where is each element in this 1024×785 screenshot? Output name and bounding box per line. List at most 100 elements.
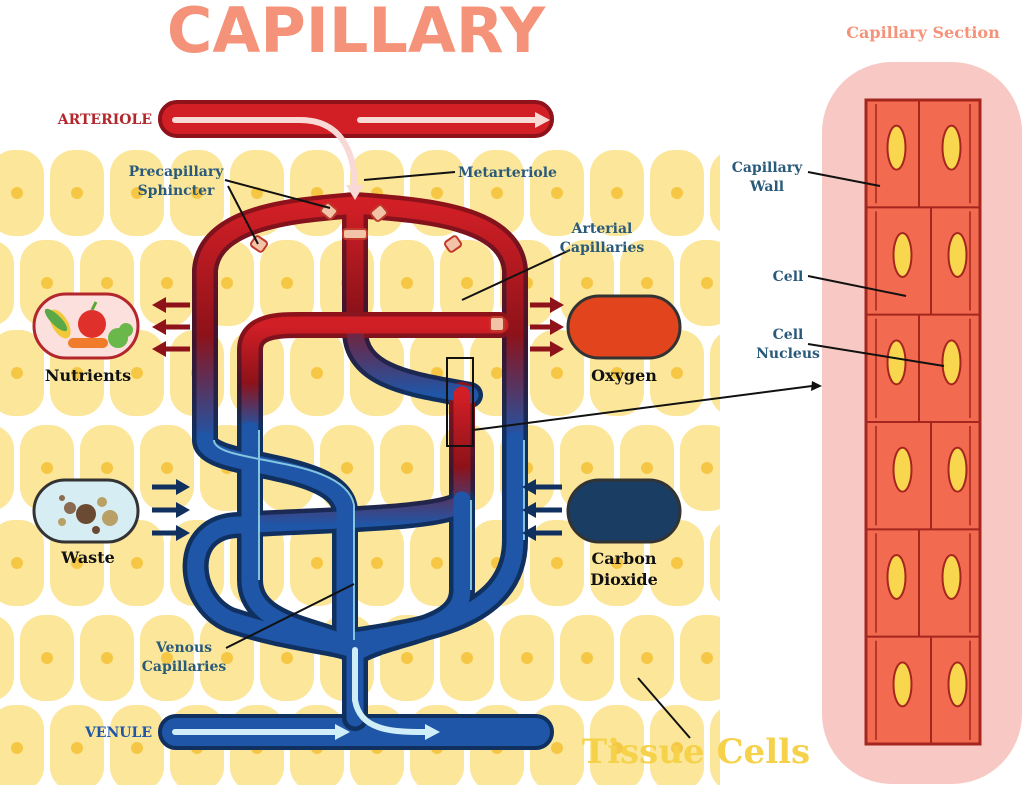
- arterial-capillaries-label-2: Capillaries: [560, 240, 645, 256]
- tissue-cell-nucleus: [671, 557, 683, 569]
- tissue-cell-nucleus: [11, 742, 23, 754]
- tissue-cell: [710, 524, 720, 602]
- section-cell-nucleus: [947, 232, 968, 278]
- tissue-cell-nucleus: [431, 187, 443, 199]
- tissue-cell: [710, 154, 720, 232]
- tissue-cell-nucleus: [581, 462, 593, 474]
- tissue-cell-nucleus: [11, 367, 23, 379]
- tissue-cell: [0, 427, 14, 509]
- waste-badge: [32, 478, 140, 544]
- section-cell-nucleus: [886, 339, 907, 386]
- oxygen-arrows: [530, 297, 564, 357]
- tissue-cell-nucleus: [401, 277, 413, 289]
- venous-capillaries-label-2: Capillaries: [142, 659, 227, 675]
- tissue-cell-nucleus: [41, 652, 53, 664]
- tissue-cell-nucleus: [461, 652, 473, 664]
- tissue-cell-nucleus: [161, 462, 173, 474]
- tissue-cell: [680, 425, 720, 511]
- tissue-cell: [0, 242, 14, 324]
- cell-nucleus-label-1: Cell: [773, 327, 804, 343]
- arterial-capillaries-label-1: Arterial: [571, 221, 633, 237]
- tissue-cell-nucleus: [101, 277, 113, 289]
- tissue-cell-nucleus: [641, 277, 653, 289]
- precapillary-sphincters: [250, 202, 505, 332]
- tissue-cell-nucleus: [341, 462, 353, 474]
- tissue-cell-nucleus: [311, 557, 323, 569]
- capillary-wall-label-2: Wall: [749, 179, 784, 195]
- tissue-cell-nucleus: [611, 187, 623, 199]
- carbon-dioxide-label-2: Dioxide: [590, 570, 658, 589]
- tissue-cell-nucleus: [611, 557, 623, 569]
- oxygen-label: Oxygen: [591, 366, 657, 385]
- venule-label: VENULE: [84, 725, 152, 741]
- tissue-cell: [680, 240, 720, 326]
- tissue-cells-label: Tissue Cells: [582, 732, 810, 772]
- tissue-cell-nucleus: [221, 277, 233, 289]
- cell-nucleus-label-2: Nucleus: [756, 346, 820, 362]
- capillary-network: [158, 100, 822, 750]
- section-title: Capillary Section: [846, 23, 1000, 42]
- waste-arrows: [152, 479, 190, 541]
- tissue-cell-nucleus: [731, 187, 743, 199]
- cell-label: Cell: [773, 269, 804, 285]
- tissue-cell-nucleus: [71, 557, 83, 569]
- tissue-cell-nucleus: [671, 742, 683, 754]
- tissue-cell-nucleus: [101, 462, 113, 474]
- tissue-cell-nucleus: [641, 652, 653, 664]
- oxygen-badge: [566, 294, 682, 360]
- tissue-cell-nucleus: [671, 187, 683, 199]
- tissue-cell-nucleus: [551, 367, 563, 379]
- section-cell-nucleus: [886, 554, 907, 600]
- tissue-cell-nucleus: [371, 557, 383, 569]
- tissue-cell-nucleus: [41, 462, 53, 474]
- section-cell-nucleus: [941, 339, 962, 386]
- tissue-cell-nucleus: [551, 187, 563, 199]
- tissue-cell-nucleus: [671, 367, 683, 379]
- tissue-cell: [680, 615, 720, 701]
- tissue-cell-nucleus: [701, 277, 713, 289]
- section-cell-nucleus: [941, 554, 962, 600]
- tissue-cell-nucleus: [311, 367, 323, 379]
- tissue-cell-nucleus: [491, 187, 503, 199]
- tissue-cell-nucleus: [731, 557, 743, 569]
- tissue-cell-nucleus: [581, 652, 593, 664]
- tissue-cell: [710, 709, 720, 785]
- section-cell-nucleus: [892, 446, 913, 493]
- tissue-cell-nucleus: [701, 462, 713, 474]
- tissue-cell-nucleus: [281, 652, 293, 664]
- tissue-cell-nucleus: [641, 462, 653, 474]
- tissue-cell-nucleus: [581, 277, 593, 289]
- tissue-cell-nucleus: [161, 277, 173, 289]
- carbon-dioxide-badge: [566, 478, 682, 544]
- tissue-cell-nucleus: [401, 652, 413, 664]
- section-cell-nucleus: [941, 124, 962, 171]
- tissue-cell-nucleus: [131, 557, 143, 569]
- tissue-cell-nucleus: [401, 462, 413, 474]
- leader-lines: [224, 171, 945, 739]
- tissue-cell-nucleus: [701, 652, 713, 664]
- tissue-cell-nucleus: [191, 187, 203, 199]
- tissue-cell-nucleus: [161, 652, 173, 664]
- tissue-cell-nucleus: [221, 652, 233, 664]
- tissue-cell-nucleus: [551, 742, 563, 754]
- waste-label: Waste: [60, 548, 115, 567]
- tissue-cell-nucleus: [71, 742, 83, 754]
- nutrient-arrows: [152, 297, 190, 357]
- tissue-cell-nucleus: [71, 187, 83, 199]
- venous-capillaries-label-1: Venous: [155, 640, 212, 656]
- section-cell-nucleus: [892, 232, 913, 278]
- tissue-cell: [710, 334, 720, 412]
- metarteriole-label: Metarteriole: [458, 165, 557, 181]
- tissue-cell-nucleus: [281, 277, 293, 289]
- section-cell-nucleus: [886, 124, 907, 171]
- section-cell-nucleus: [892, 661, 913, 708]
- tissue-cell-nucleus: [551, 557, 563, 569]
- tissue-cell-nucleus: [731, 367, 743, 379]
- carbon-dioxide-label-1: Carbon: [591, 549, 656, 568]
- nutrients-label: Nutrients: [45, 366, 131, 385]
- tissue-cell-nucleus: [431, 557, 443, 569]
- tissue-cell-nucleus: [131, 742, 143, 754]
- tissue-cell: [0, 617, 14, 699]
- nutrients-badge: [32, 292, 140, 360]
